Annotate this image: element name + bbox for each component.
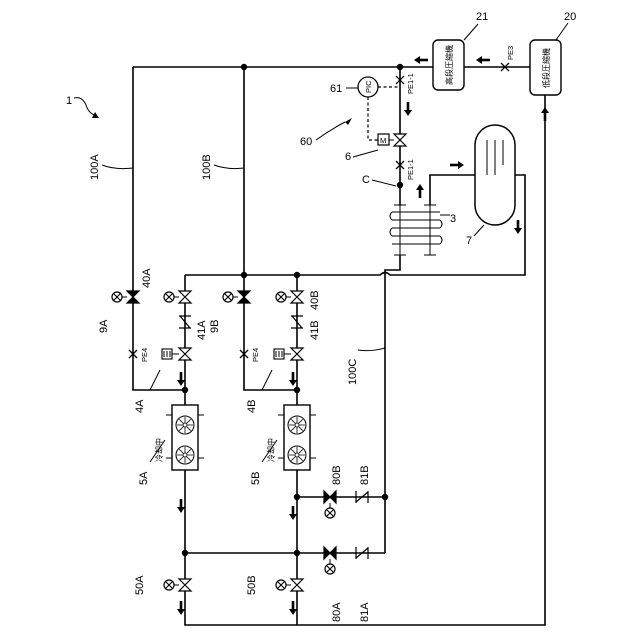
svg-text:PE4: PE4 bbox=[140, 348, 149, 362]
label-40B: 40B bbox=[309, 290, 321, 310]
svg-text:冷却中: 冷却中 bbox=[154, 438, 164, 462]
unit-b: 9B 40B 41B PE4 4B 冷却中 5B 50B bbox=[209, 290, 321, 595]
label-4A: 4A bbox=[134, 399, 146, 413]
svg-text:M: M bbox=[380, 136, 386, 145]
label-9A: 9A bbox=[98, 319, 110, 333]
high-stage-compressor: 高段圧縮機 21 bbox=[433, 11, 488, 90]
label-6: 6 bbox=[345, 151, 351, 163]
label-7: 7 bbox=[466, 235, 472, 247]
label-50A: 50A bbox=[134, 575, 146, 595]
label-5B: 5B bbox=[250, 472, 262, 485]
label-80B: 80B bbox=[331, 465, 343, 485]
branch-valves: 80B 81B 80A 81A bbox=[324, 465, 371, 622]
label-3: 3 bbox=[450, 213, 456, 225]
label-41B: 41B bbox=[309, 320, 321, 340]
svg-text:冷却中: 冷却中 bbox=[266, 438, 276, 462]
svg-text:低段圧縮機: 低段圧縮機 bbox=[541, 48, 551, 88]
svg-text:PE1-1: PE1-1 bbox=[406, 73, 415, 94]
low-stage-compressor: 低段圧縮機 20 bbox=[530, 11, 576, 95]
label-100A: 100A bbox=[89, 154, 101, 180]
label-C: C bbox=[362, 174, 370, 186]
svg-text:高段圧縮機: 高段圧縮機 bbox=[444, 45, 454, 85]
label-50B: 50B bbox=[246, 575, 258, 595]
label-81A: 81A bbox=[359, 602, 371, 622]
receiver: 7 bbox=[466, 125, 515, 247]
label-9B: 9B bbox=[209, 320, 221, 333]
label-4B: 4B bbox=[246, 400, 258, 413]
sensor-pe1-1-lower: PE1-1 bbox=[396, 159, 415, 180]
label-80A: 80A bbox=[331, 602, 343, 622]
line-labels: 100A 100B 100C 1 bbox=[66, 95, 385, 385]
label-5A: 5A bbox=[138, 471, 150, 485]
label-20: 20 bbox=[564, 11, 576, 23]
label-1: 1 bbox=[66, 95, 72, 107]
svg-text:PE4: PE4 bbox=[251, 348, 260, 362]
label-41A: 41A bbox=[196, 320, 208, 340]
heat-exchanger: 3 bbox=[390, 205, 456, 255]
label-40A: 40A bbox=[141, 268, 153, 288]
label-81B: 81B bbox=[359, 465, 371, 485]
label-60: 60 bbox=[300, 136, 312, 148]
label-100C: 100C bbox=[347, 359, 359, 385]
pic-label: PIC bbox=[364, 80, 373, 93]
unit-a: 9A 40A 41A PE4 4A 冷却中 5A 50A bbox=[98, 268, 208, 595]
motor-valve: M 6 bbox=[345, 134, 406, 163]
label-21: 21 bbox=[476, 11, 488, 23]
sensor-pe1-1-upper: PE1-1 bbox=[396, 73, 415, 94]
label-100B: 100B bbox=[201, 154, 213, 180]
svg-text:PE3: PE3 bbox=[506, 46, 515, 60]
svg-text:PE1-1: PE1-1 bbox=[406, 159, 415, 180]
label-61: 61 bbox=[330, 83, 342, 95]
